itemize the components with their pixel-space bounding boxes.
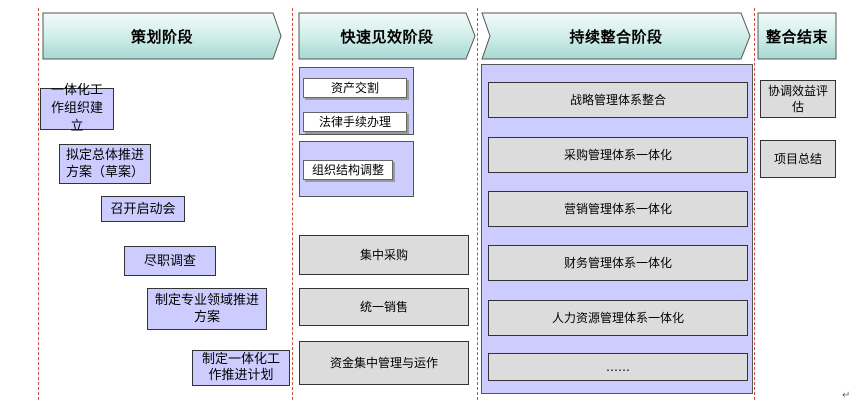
phase-divider	[38, 8, 39, 400]
quick-win-item: 组织结构调整	[303, 160, 393, 180]
planning-step: 一体化工作组织建立	[40, 83, 114, 134]
phase-title: 持续整合阶段	[569, 27, 663, 46]
planning-step: 拟定总体推进方案（草案）	[59, 144, 151, 184]
phase-title: 整合结束	[765, 27, 828, 46]
quick-win-item: 集中采购	[299, 235, 469, 275]
chevron-arrow-shape	[481, 12, 751, 60]
closing-item: 协调效益评估	[760, 80, 836, 118]
planning-step: 制定一体化工作推进计划	[192, 350, 290, 386]
continuous-item: 采购管理体系一体化	[488, 137, 748, 173]
planning-step: 制定专业领域推进方案	[147, 288, 267, 330]
chevron-arrow-shape	[757, 12, 837, 60]
phase-header-planning: 策划阶段	[42, 12, 282, 60]
chevron-arrow-shape	[298, 12, 476, 60]
quick-win-item: 资金集中管理与运作	[299, 341, 469, 385]
phase-header-continuous: 持续整合阶段	[481, 12, 751, 60]
phase-title: 策划阶段	[130, 27, 193, 46]
planning-step: 召开启动会	[101, 196, 185, 222]
paragraph-mark: ↵	[842, 390, 851, 401]
continuous-item: 财务管理体系一体化	[488, 245, 748, 281]
chevron-arrow-shape	[42, 12, 282, 60]
phase-title: 快速见效阶段	[340, 27, 434, 46]
phase-divider	[292, 8, 293, 400]
closing-item: 项目总结	[760, 140, 836, 178]
continuous-panel	[481, 64, 753, 394]
phase-header-closing: 整合结束	[757, 12, 837, 60]
phase-divider	[754, 8, 755, 400]
continuous-item: 战略管理体系整合	[488, 82, 748, 118]
quick-win-item: 法律手续办理	[303, 112, 407, 132]
continuous-item: ……	[488, 353, 748, 381]
quick-win-item: 统一销售	[299, 288, 469, 326]
continuous-item: 营销管理体系一体化	[488, 191, 748, 227]
phase-divider	[477, 8, 478, 400]
planning-step: 尽职调查	[124, 246, 216, 276]
quick-win-item: 资产交割	[303, 78, 407, 98]
continuous-item: 人力资源管理体系一体化	[488, 300, 748, 336]
phase-header-quick-win: 快速见效阶段	[298, 12, 476, 60]
